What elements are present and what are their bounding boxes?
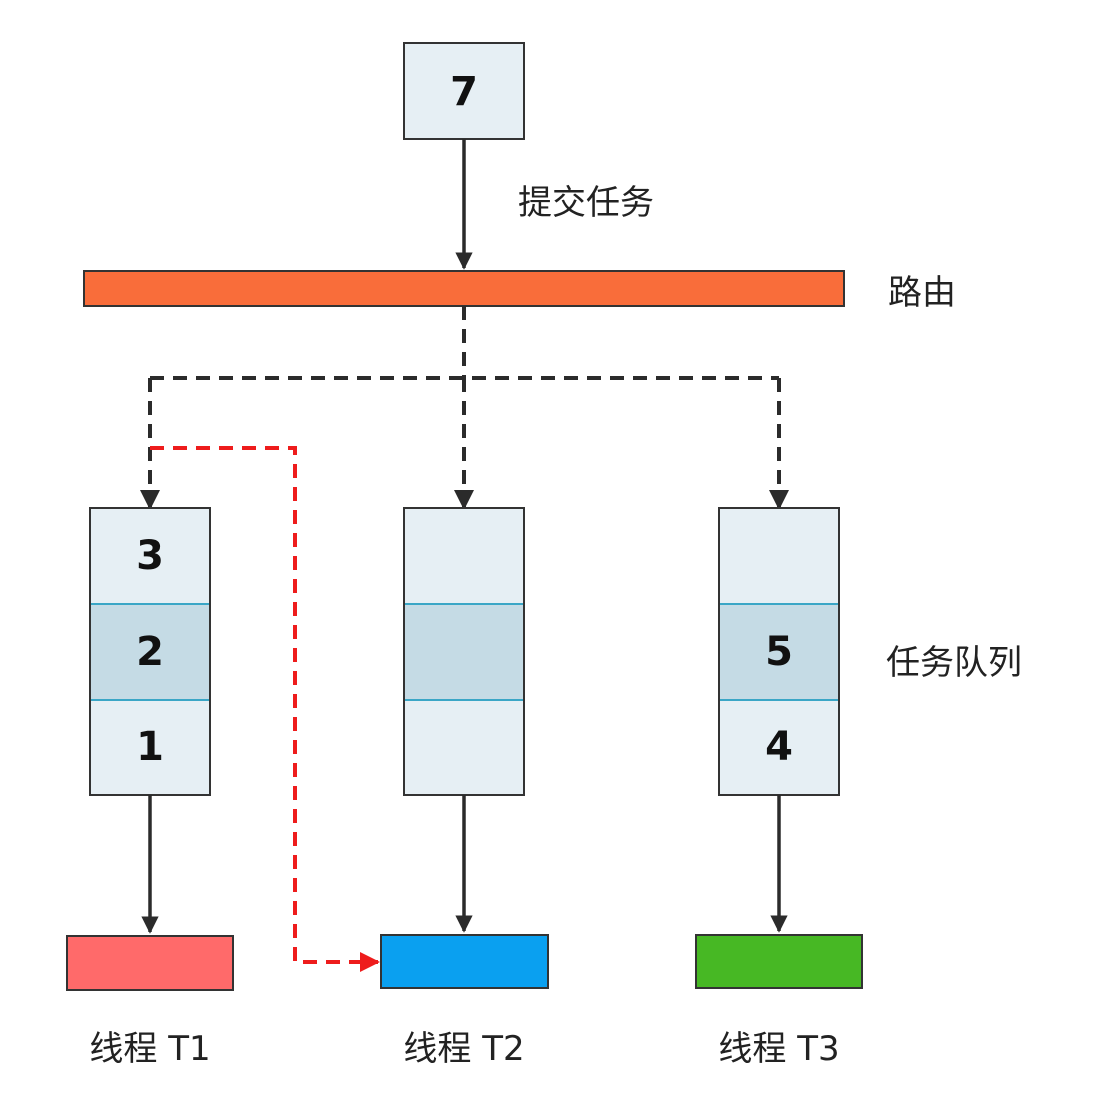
task-queue-1: 3 2 1 xyxy=(89,507,211,796)
task-queue-3: 5 4 xyxy=(718,507,840,796)
queue-3-slot-middle: 5 xyxy=(765,629,793,675)
work-steal-arrow xyxy=(150,446,380,972)
thread-t3-box xyxy=(695,934,863,989)
queue-3-slot-bottom: 4 xyxy=(765,724,793,770)
thread-t2-label: 线程 T2 xyxy=(403,1029,524,1069)
submitted-task-box: 7 xyxy=(403,42,525,140)
submit-label: 提交任务 xyxy=(518,183,654,223)
task-queue-2 xyxy=(403,507,525,796)
thread-t2-box xyxy=(380,934,549,989)
routing-lines xyxy=(140,306,789,510)
thread-t3-label: 线程 T3 xyxy=(718,1029,839,1069)
router-bar xyxy=(83,270,845,307)
queue-1-slot-middle: 2 xyxy=(136,629,164,675)
thread-t1-label: 线程 T1 xyxy=(89,1029,210,1069)
submitted-task-number: 7 xyxy=(450,69,478,115)
thread-t1-box xyxy=(66,935,234,991)
queue-1-slot-bottom: 1 xyxy=(136,724,164,770)
queue-1-slot-top: 3 xyxy=(136,533,164,579)
router-label: 路由 xyxy=(888,273,956,313)
task-queue-label: 任务队列 xyxy=(886,643,1022,683)
